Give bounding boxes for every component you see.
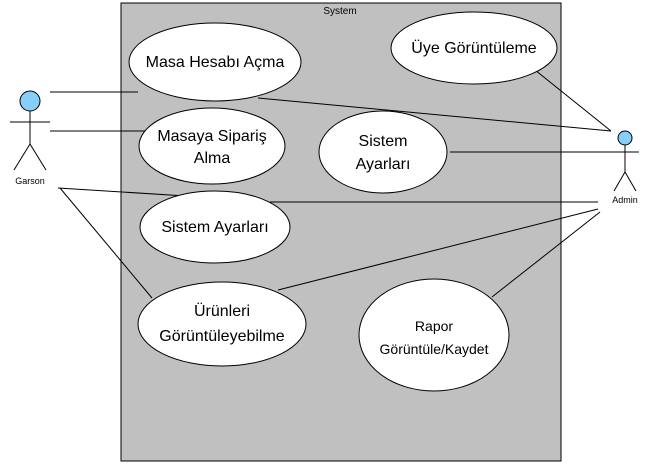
use-case-rapor: Rapor Görüntüle/Kaydet	[358, 278, 510, 392]
association-admin-masa-hesabi	[257, 97, 612, 132]
use-case-sistem-ayarlari-1: Sistem Ayarları	[318, 110, 448, 194]
use-case-label: Masa Hesabı Açma	[146, 54, 285, 71]
use-case-label: Görüntüle/Kaydet	[380, 341, 489, 357]
use-case-label: Görüntüleyebilme	[159, 328, 285, 345]
association-garson-urunleri-goruntuleme	[59, 187, 153, 299]
use-case-urunleri-goruntuleme: Ürünleri Görüntüleyebilme	[137, 281, 307, 367]
use-case-label: Ürünleri	[194, 302, 250, 320]
stick-figure-icon	[10, 111, 50, 171]
actor-head	[617, 130, 633, 146]
stick-figure-icon	[611, 145, 639, 192]
actor-head	[19, 90, 41, 112]
use-case-label: Üye Görüntüleme	[411, 39, 536, 57]
actor-admin: Admin	[611, 130, 639, 205]
actor-garson: Garson	[10, 90, 50, 186]
association-admin-rapor	[491, 211, 601, 298]
association-admin-uye-goruntuleme	[534, 69, 612, 132]
use-case-label: Ayarları	[356, 156, 411, 173]
use-case-uye-goruntuleme: Üye Görüntüleme	[390, 11, 558, 85]
actor-label: Admin	[612, 195, 638, 205]
use-case-label: Masaya Sipariş	[157, 128, 266, 145]
association-admin-urunleri-goruntuleme	[277, 208, 599, 291]
use-case-label: Rapor	[415, 318, 453, 334]
use-cases: Masa Hesabı Açma Üye Görüntüleme Masaya …	[128, 11, 558, 392]
actor-label: Garson	[15, 176, 45, 186]
use-case-masaya-siparis: Masaya Sipariş Alma	[138, 107, 286, 185]
association-garson-sistem-ayarlari	[57, 187, 187, 197]
system-title: System	[323, 6, 356, 17]
use-case-label: Alma	[194, 150, 231, 167]
associations	[50, 69, 612, 299]
use-case-label: Sistem	[359, 133, 408, 150]
use-case-label: Sistem Ayarları	[161, 219, 268, 236]
use-case-masa-hesabi: Masa Hesabı Açma	[128, 22, 302, 102]
use-case-sistem-ayarlari-2: Sistem Ayarları	[139, 190, 291, 264]
